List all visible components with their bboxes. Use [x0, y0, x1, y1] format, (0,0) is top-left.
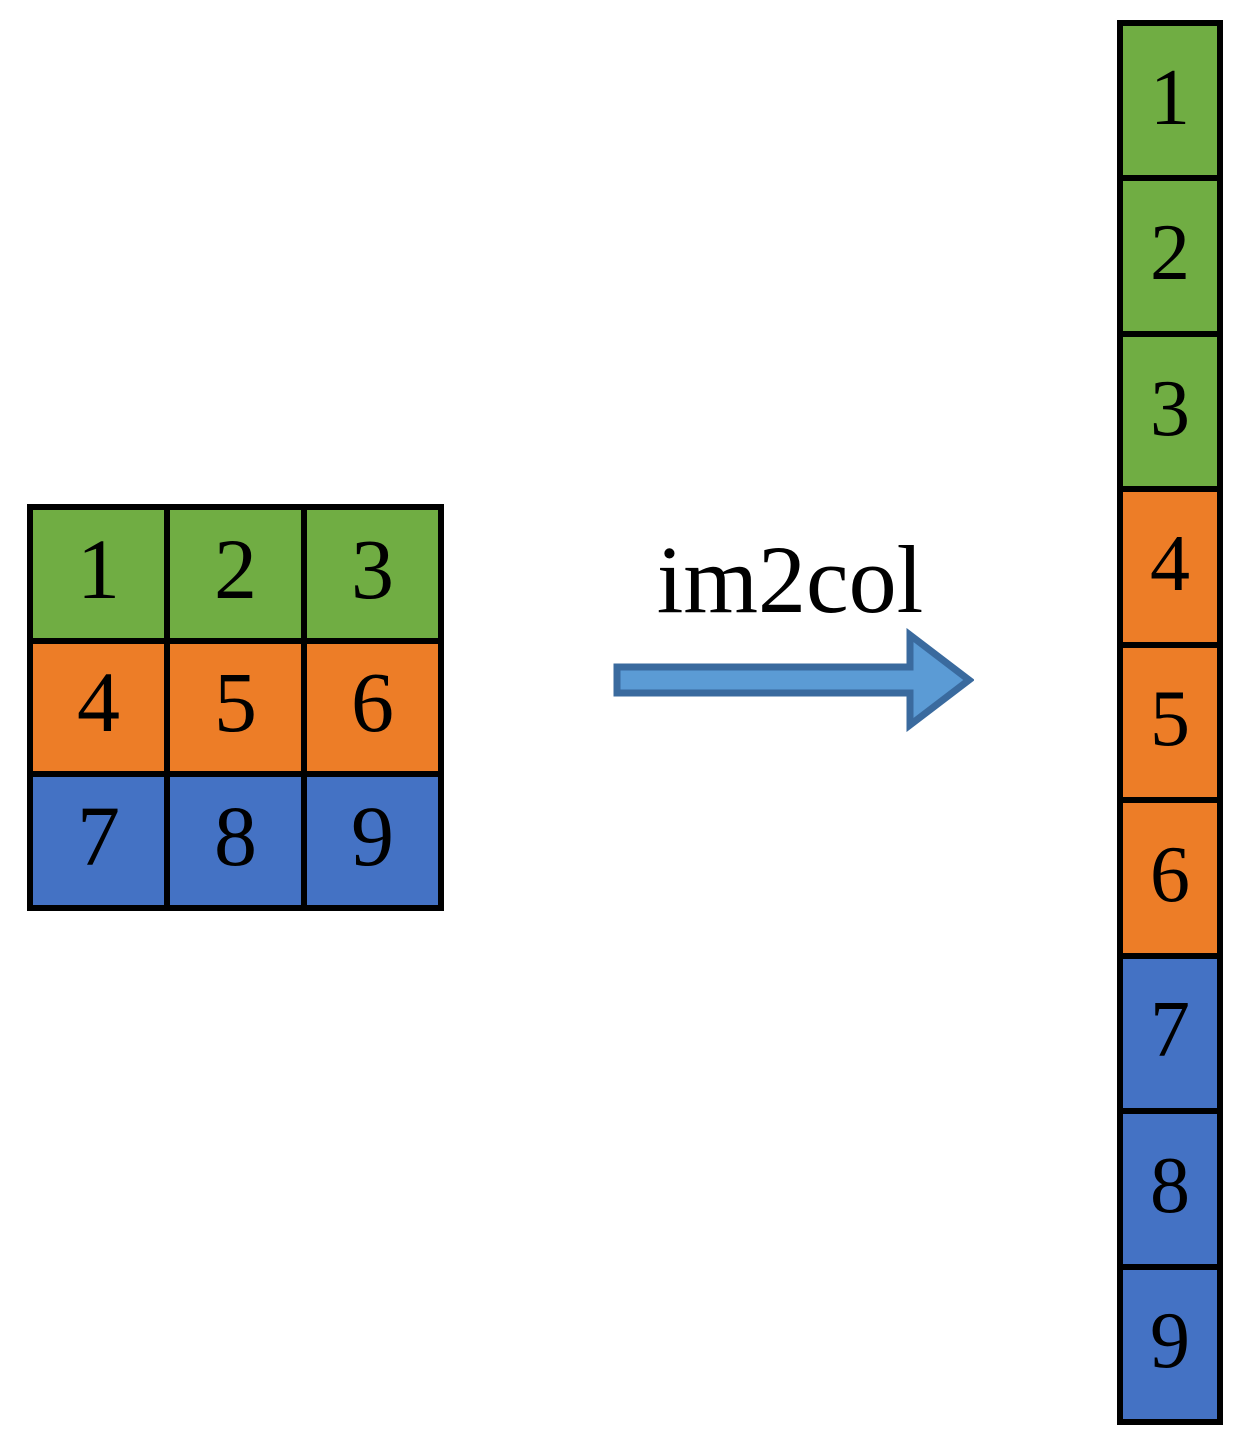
matrix-cell: 6 — [307, 643, 438, 772]
right-arrow-shape — [613, 628, 974, 732]
column-cell: 9 — [1123, 1269, 1217, 1419]
matrix-cell-value: 8 — [214, 787, 257, 884]
matrix-cell: 7 — [33, 777, 164, 905]
column-cell: 6 — [1123, 803, 1217, 953]
matrix-cell-value: 6 — [351, 654, 394, 751]
matrix-cell-value: 1 — [77, 520, 120, 617]
matrix-cell-value: 7 — [77, 787, 120, 884]
column-cell-value: 4 — [1150, 519, 1190, 608]
column-cell-value: 1 — [1150, 53, 1190, 142]
column-cell-value: 5 — [1150, 675, 1190, 764]
column-cell: 7 — [1123, 958, 1217, 1109]
matrix-cell: 9 — [307, 777, 438, 905]
column-cell: 8 — [1123, 1114, 1217, 1264]
column-cell-value: 3 — [1150, 364, 1190, 453]
right-arrow-icon — [613, 628, 974, 732]
column-cell: 3 — [1123, 336, 1217, 487]
matrix-cell: 1 — [33, 510, 164, 638]
column-cell-value: 8 — [1150, 1141, 1190, 1230]
matrix-cell-value: 9 — [351, 787, 394, 884]
matrix-cell: 5 — [170, 643, 301, 772]
column-cell-value: 2 — [1150, 208, 1190, 297]
column-cell-value: 7 — [1150, 986, 1190, 1075]
column-cell: 4 — [1123, 492, 1217, 642]
matrix-cell-value: 2 — [214, 520, 257, 617]
matrix-cell: 8 — [170, 777, 301, 905]
matrix-cell: 2 — [170, 510, 301, 638]
column-cell-value: 9 — [1150, 1297, 1190, 1386]
operation-label: im2col — [656, 526, 924, 633]
column-cell: 2 — [1123, 181, 1217, 331]
source-matrix: 1 2 3 4 5 6 7 8 9 — [27, 504, 444, 911]
column-cell: 5 — [1123, 647, 1217, 798]
matrix-cell-value: 5 — [214, 654, 257, 751]
matrix-cell: 3 — [307, 510, 438, 638]
column-cell-value: 6 — [1150, 830, 1190, 919]
result-column-vector: 1 2 3 4 5 6 7 8 9 — [1117, 20, 1223, 1425]
matrix-cell-value: 4 — [77, 654, 120, 751]
column-cell: 1 — [1123, 26, 1217, 176]
matrix-cell-value: 3 — [351, 520, 394, 617]
matrix-cell: 4 — [33, 643, 164, 772]
